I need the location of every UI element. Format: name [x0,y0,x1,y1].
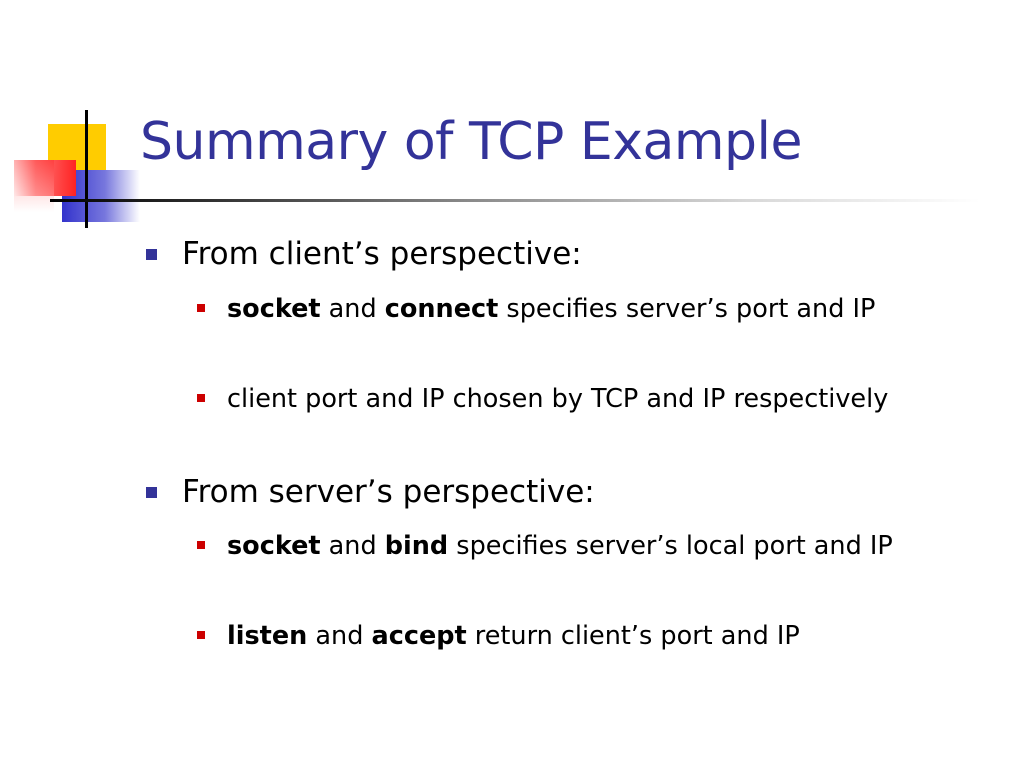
bullet-text: From client’s perspective: [182,236,582,272]
sub-bullet-text: client port and IP chosen by TCP and IP … [227,384,889,414]
square-bullet-icon [146,487,157,498]
sub-bullet-text: and [307,621,372,651]
sub-bullet-text: specifies server’s port and IP [498,294,876,324]
title-underline [50,199,980,202]
sub-bullet-client-port: client port and IP chosen by TCP and IP … [197,379,987,420]
slide-title: Summary of TCP Example [140,112,802,172]
decorative-logo [14,110,160,228]
sub-bullet-text: return client’s port and IP [466,621,800,651]
sub-bullet-listen-accept: listen and accept return client’s port a… [197,616,987,657]
sub-bullet-text: and [320,531,385,561]
square-bullet-icon [197,631,205,639]
keyword-listen: listen [227,621,308,651]
keyword-connect: connect [384,294,499,324]
square-bullet-icon [197,394,205,402]
sub-bullet-text: and [320,294,385,324]
logo-vertical-line [85,110,88,228]
square-bullet-icon [197,541,205,549]
sub-bullet-socket-connect: socket and connect specifies server’s po… [197,289,987,330]
logo-red-fade [14,160,54,212]
keyword-bind: bind [384,531,449,561]
keyword-socket: socket [227,294,321,324]
bullet-server-perspective: From server’s perspective: [146,474,595,510]
keyword-accept: accept [371,621,467,651]
bullet-text: From server’s perspective: [182,474,595,510]
square-bullet-icon [197,304,205,312]
square-bullet-icon [146,249,157,260]
sub-bullet-socket-bind: socket and bind specifies server’s local… [197,526,987,567]
bullet-client-perspective: From client’s perspective: [146,236,582,272]
keyword-socket: socket [227,531,321,561]
sub-bullet-text: specifies server’s local port and IP [448,531,893,561]
